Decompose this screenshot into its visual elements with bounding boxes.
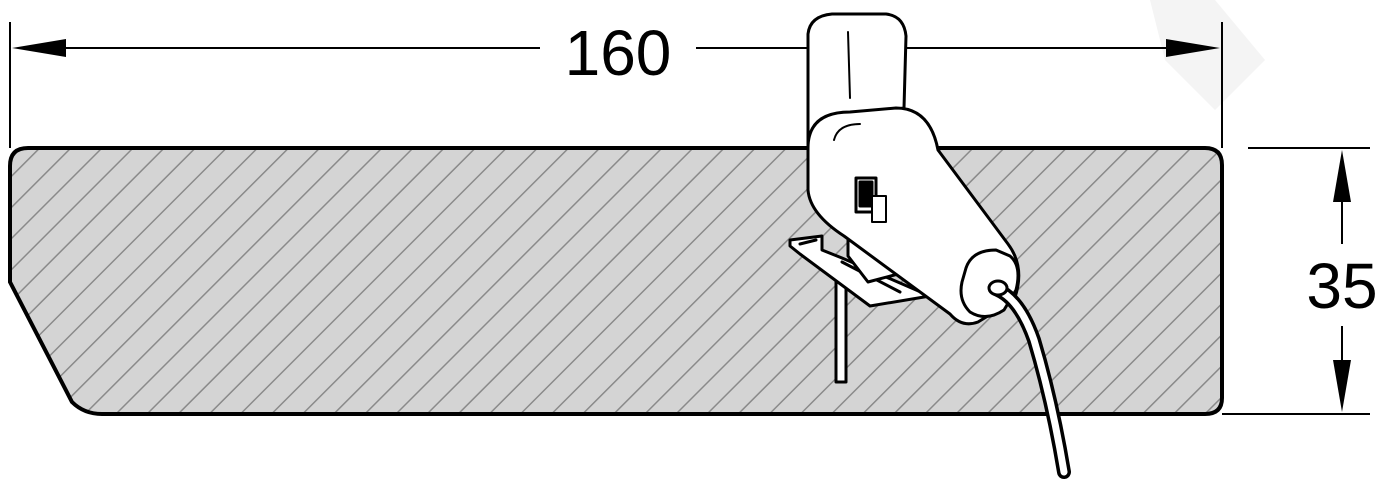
arrowhead-icon — [1166, 39, 1220, 57]
cord-grommet — [987, 279, 1009, 297]
arrowhead-icon — [1333, 150, 1351, 202]
width-dimension: 160 — [9, 17, 1223, 148]
height-dimension-label: 35 — [1306, 250, 1377, 322]
arrowhead-icon — [1333, 360, 1351, 412]
jigsaw-icon — [788, 12, 1071, 479]
watermark-shape — [1150, 0, 1265, 110]
width-dimension-label: 160 — [565, 17, 672, 89]
arrowhead-icon — [12, 39, 66, 57]
height-dimension: 35 — [1222, 147, 1378, 415]
